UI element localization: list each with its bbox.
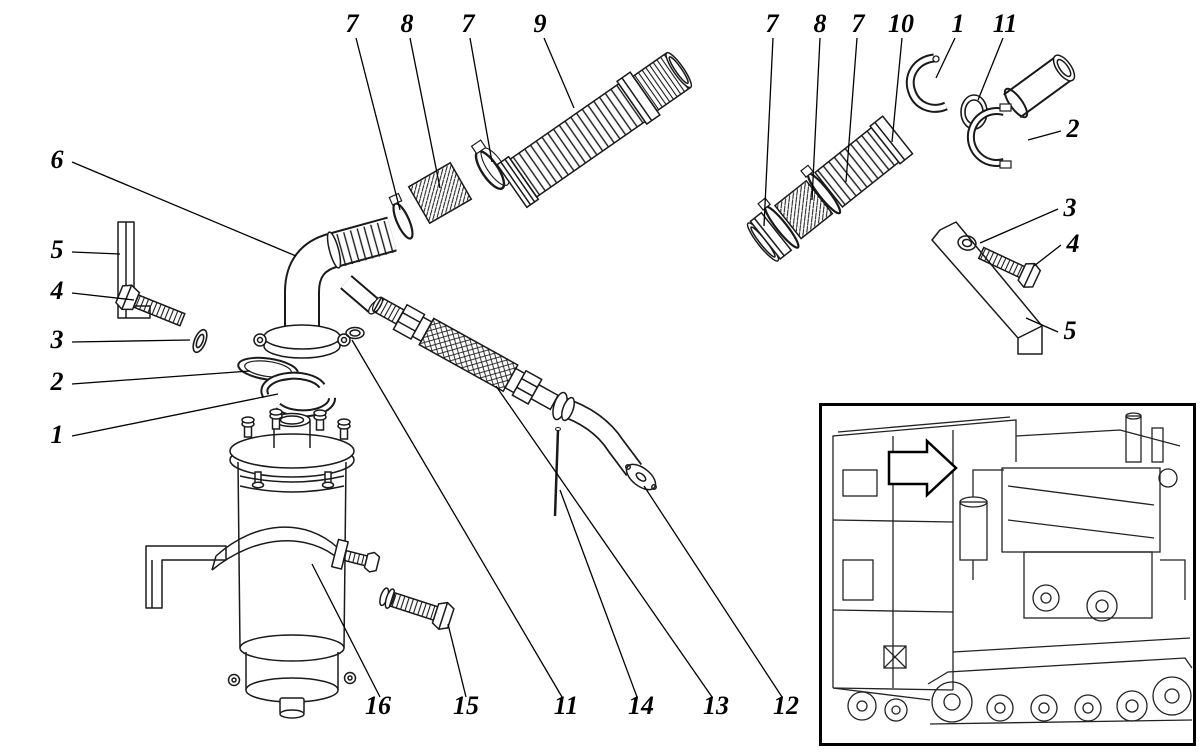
callout-label: 7 xyxy=(766,9,780,38)
corrugated-hose-10-assembly xyxy=(746,115,914,262)
clamp-bracket-1 xyxy=(905,53,948,113)
mounting-strap-16 xyxy=(145,526,381,609)
vehicle-drawing xyxy=(832,412,1193,725)
bolt-4-left xyxy=(115,284,186,327)
callout-label: 12 xyxy=(773,691,799,720)
callout-label: 10 xyxy=(888,9,914,38)
callout-label: 8 xyxy=(814,9,827,38)
callout-label: 11 xyxy=(993,9,1018,38)
callout-label: 2 xyxy=(1066,114,1080,143)
bracket-plate-5-right xyxy=(931,221,1043,355)
callout-label: 11 xyxy=(554,691,579,720)
callout-label: 14 xyxy=(628,691,654,720)
callout-label: 3 xyxy=(1063,193,1077,222)
flange-bolts xyxy=(241,408,351,489)
callout-label: 4 xyxy=(1066,229,1080,258)
location-inset xyxy=(819,403,1196,746)
callout-label: 8 xyxy=(401,9,414,38)
callout-labels: 7 8 7 9 7 8 7 10 1 11 2 3 4 5 6 5 4 3 2 … xyxy=(50,9,1080,720)
leader-lines xyxy=(71,37,1062,698)
callout-label: 13 xyxy=(703,691,729,720)
elbow-pipe-6 xyxy=(253,216,397,359)
callout-label: 5 xyxy=(51,235,64,264)
callout-label: 15 xyxy=(453,691,479,720)
outlet-elbow-12 xyxy=(552,391,657,491)
washer-3-left xyxy=(192,328,208,354)
callout-label: 6 xyxy=(51,145,64,174)
filter-heater-unit xyxy=(227,408,357,719)
callout-label: 7 xyxy=(462,9,476,38)
callout-label: 9 xyxy=(534,9,547,38)
inset-frame xyxy=(819,403,1196,746)
callout-label: 1 xyxy=(51,420,64,449)
clamp-halves-1-left xyxy=(260,371,336,418)
callout-label: 7 xyxy=(346,9,360,38)
location-arrow xyxy=(887,438,958,498)
seal-ring-11-lower xyxy=(345,326,365,340)
callout-label: 2 xyxy=(50,367,64,396)
clamp-half-2 xyxy=(966,103,1012,169)
corrugated-hose-9 xyxy=(496,51,693,209)
bolt-15 xyxy=(379,587,455,631)
callout-label: 7 xyxy=(852,9,866,38)
callout-label: 3 xyxy=(50,325,64,354)
callout-label: 1 xyxy=(952,9,965,38)
connector-sleeve-8-a xyxy=(407,161,473,225)
callout-label: 5 xyxy=(1064,316,1077,345)
pipe-stub xyxy=(1003,54,1076,119)
callout-label: 16 xyxy=(365,691,391,720)
callout-label: 4 xyxy=(50,276,64,305)
